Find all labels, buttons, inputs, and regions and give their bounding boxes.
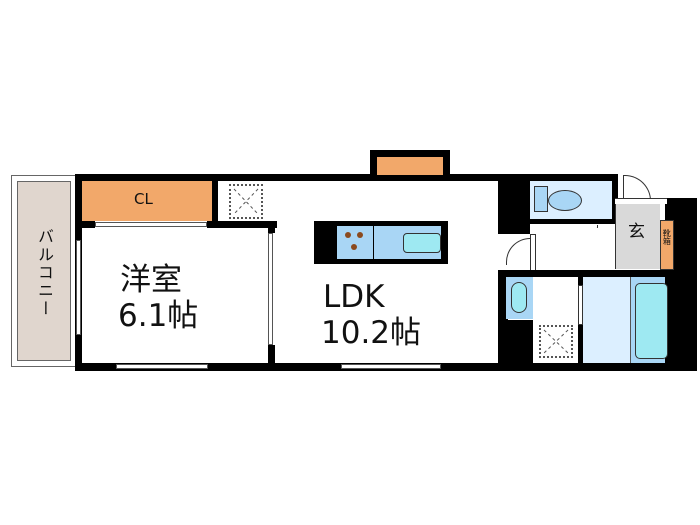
wall-right-lower-block bbox=[498, 320, 533, 368]
wall-entrance-top bbox=[615, 198, 667, 204]
wall-top-left bbox=[75, 174, 375, 181]
wall-top-mid bbox=[445, 174, 507, 181]
bathtub-icon[interactable] bbox=[635, 283, 668, 359]
western-room-name: 洋室 bbox=[120, 262, 182, 298]
bathroom-door[interactable] bbox=[578, 285, 583, 325]
washing-machine-x-icon bbox=[543, 329, 569, 354]
balcony: バルコニー bbox=[11, 175, 76, 367]
western-room-size: 6.1帖 bbox=[118, 298, 199, 334]
bathroom bbox=[583, 277, 668, 363]
wall-bump-inset bbox=[377, 157, 443, 175]
entrance-label: 玄 bbox=[628, 222, 645, 242]
wall-closet-bottom-left bbox=[75, 221, 95, 228]
western-room-window[interactable] bbox=[116, 364, 208, 369]
pipe-shaft-x-icon bbox=[233, 188, 259, 215]
washbasin-icon[interactable] bbox=[511, 282, 527, 313]
toilet-bowl-icon[interactable] bbox=[548, 190, 582, 211]
stove[interactable] bbox=[337, 226, 373, 259]
wall-right-column bbox=[498, 174, 530, 234]
closet: CL bbox=[82, 181, 218, 221]
burner-icon bbox=[357, 232, 363, 238]
shoe-box-label: 靴箱 bbox=[662, 229, 672, 245]
western-room: 洋室 6.1帖 bbox=[82, 228, 270, 363]
burner-icon bbox=[345, 232, 351, 238]
wall-partition-bottom bbox=[268, 345, 275, 365]
shoe-box[interactable]: 靴箱 bbox=[660, 220, 674, 270]
kitchen-sink-area bbox=[374, 226, 441, 259]
balcony-window[interactable] bbox=[76, 240, 81, 335]
burner-icon bbox=[351, 244, 357, 250]
hallway bbox=[537, 228, 615, 270]
closet-label: CL bbox=[134, 190, 153, 208]
balcony-floor bbox=[17, 181, 71, 361]
closet-doors[interactable] bbox=[95, 222, 207, 227]
pipe-shaft bbox=[229, 184, 263, 219]
wall-right-lower bbox=[498, 270, 508, 368]
sliding-partition[interactable] bbox=[268, 233, 273, 345]
balcony-label: バルコニー bbox=[35, 228, 54, 318]
entrance: 玄 bbox=[615, 204, 660, 269]
washing-machine-space bbox=[539, 325, 573, 358]
wall-bath-top bbox=[506, 270, 697, 277]
wall-partition-top bbox=[268, 223, 275, 233]
sink-icon[interactable] bbox=[403, 233, 441, 253]
ldk-size: 10.2帖 bbox=[321, 315, 422, 351]
bathroom-divider bbox=[630, 277, 631, 363]
washbasin-counter bbox=[506, 277, 533, 319]
ldk-window[interactable] bbox=[341, 364, 441, 369]
ldk: LDK 10.2帖 bbox=[275, 181, 500, 363]
hallway-door[interactable] bbox=[506, 238, 530, 265]
wall-closet-bottom-right bbox=[207, 221, 277, 228]
toilet-tank-icon bbox=[534, 186, 548, 212]
ldk-name: LDK bbox=[323, 279, 385, 315]
wall-hallway-left bbox=[530, 234, 536, 272]
toilet-room bbox=[530, 181, 612, 219]
